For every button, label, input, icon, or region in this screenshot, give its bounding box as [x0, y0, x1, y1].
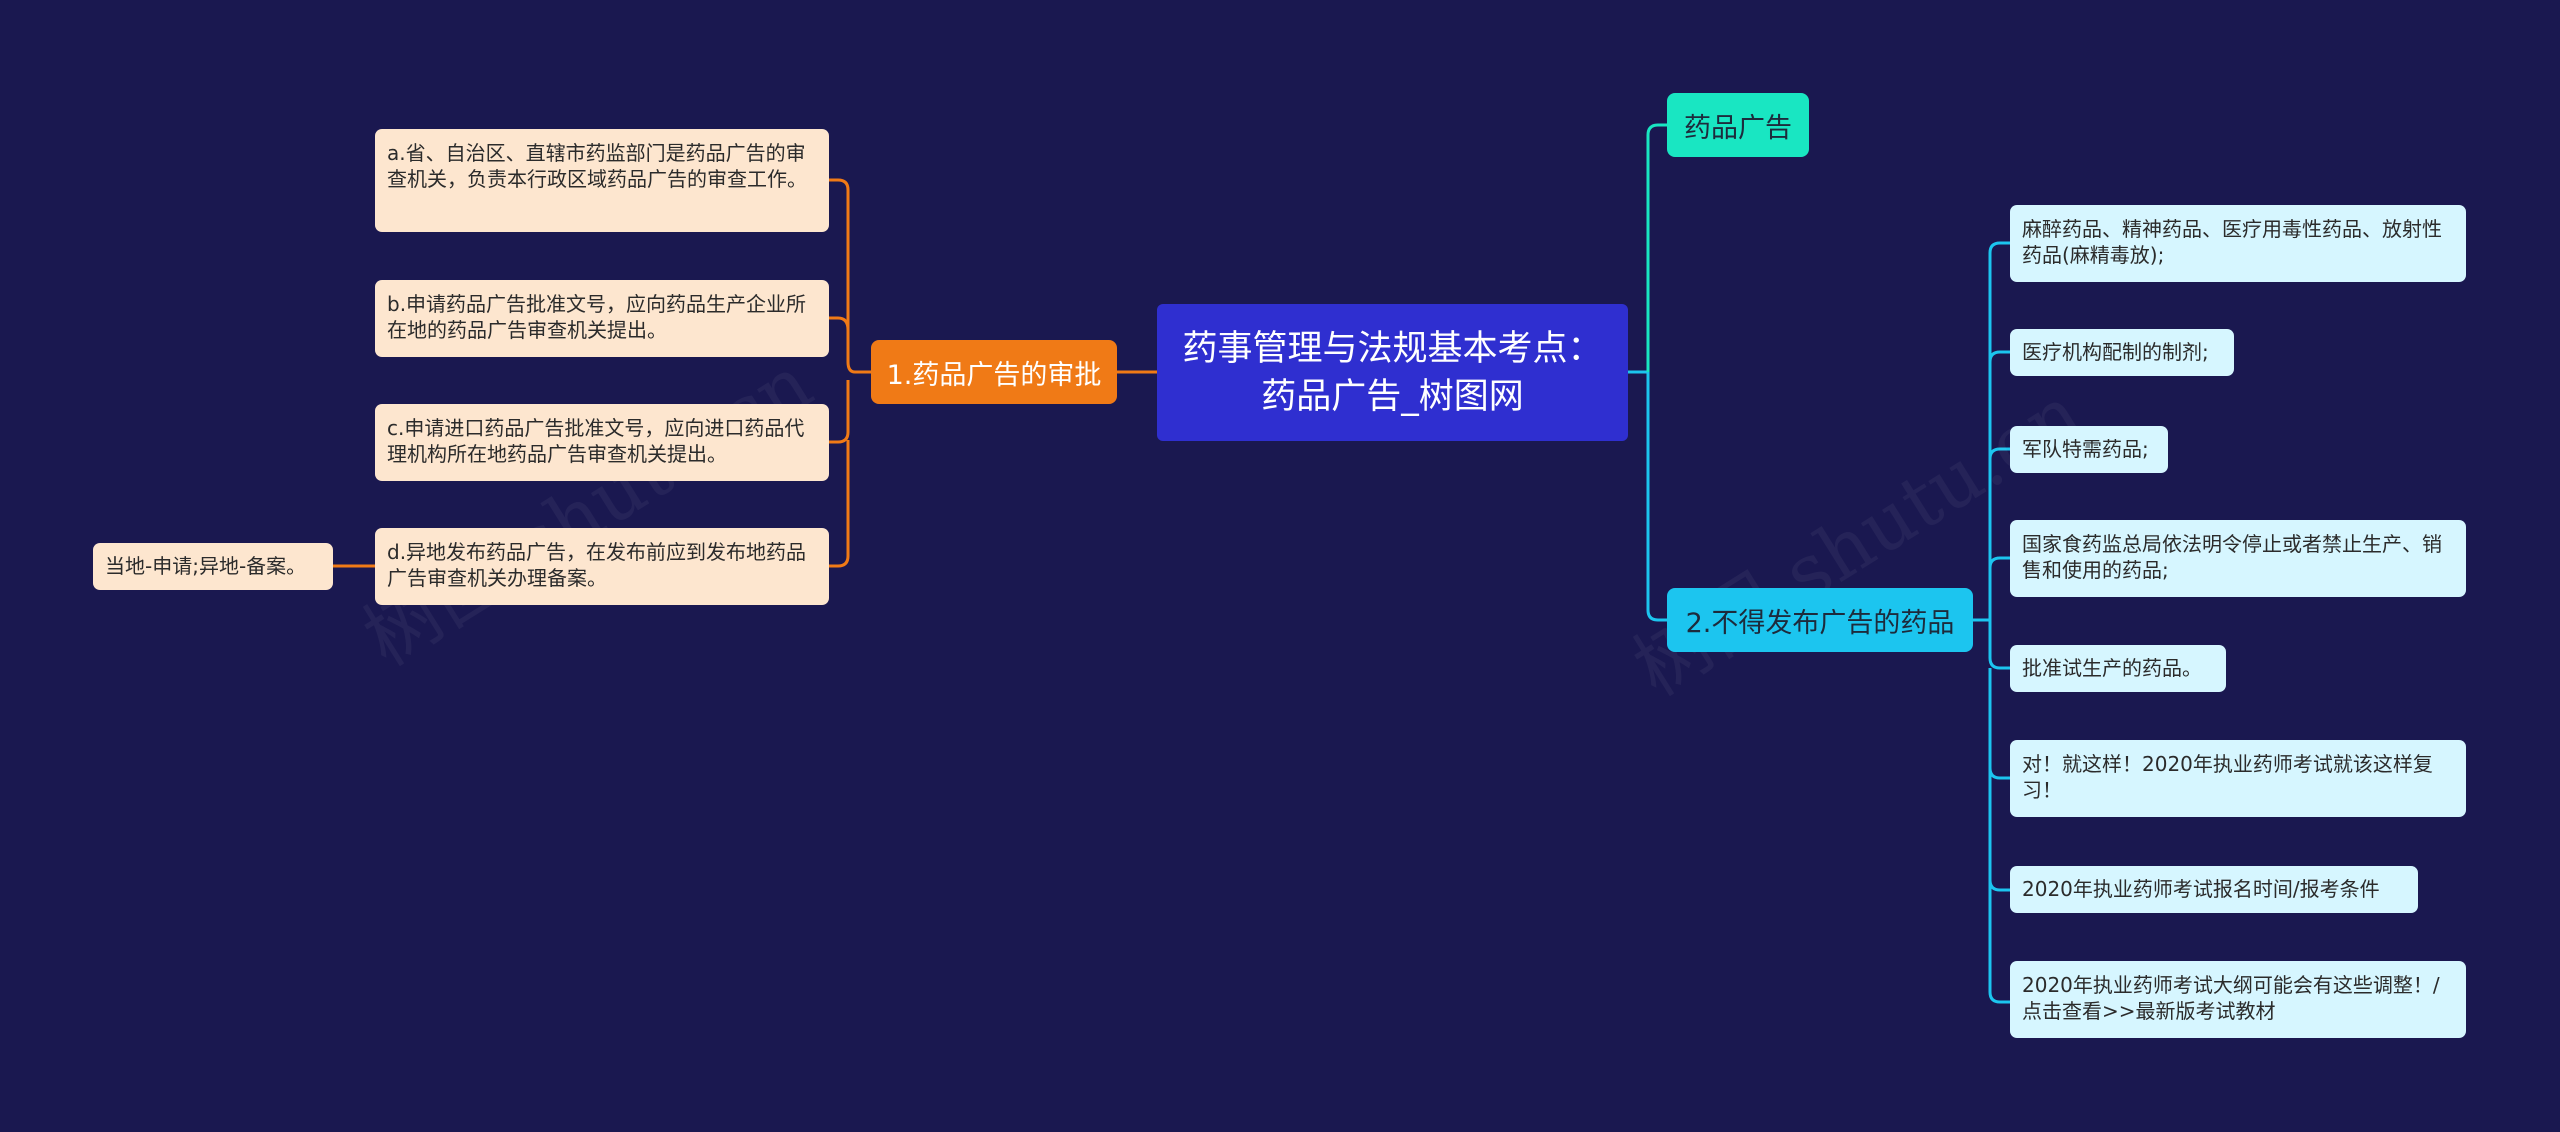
- leaf-text: 2020年执业药师考试报名时间/报考条件: [2022, 877, 2380, 901]
- central-topic-label: 药事管理与法规基本考点：药品广告_树图网: [1182, 328, 1603, 417]
- link-left-a: [829, 178, 871, 374]
- link-left-c: [829, 380, 850, 444]
- leaf-approval-c[interactable]: c.申请进口药品广告批准文号，应向进口药品代理机构所在地药品广告审查机关提出。: [375, 404, 829, 481]
- branch-prohibited-label: 2.不得发布广告的药品: [1685, 607, 1955, 639]
- leaf-text: c.申请进口药品广告批准文号，应向进口药品代理机构所在地药品广告审查机关提出。: [387, 416, 805, 466]
- leaf-prohibited-4[interactable]: 国家食药监总局依法明令停止或者禁止生产、销售和使用的药品;: [2010, 520, 2466, 597]
- leaf-note[interactable]: 当地-申请;异地-备案。: [93, 543, 333, 590]
- leaf-text: 2020年执业药师考试大纲可能会有这些调整！/点击查看>>最新版考试教材: [2022, 973, 2440, 1023]
- leaf-prohibited-6[interactable]: 对！就这样！2020年执业药师考试就该这样复习！: [2010, 740, 2466, 817]
- leaf-prohibited-2[interactable]: 医疗机构配制的制剂;: [2010, 329, 2234, 376]
- leaf-approval-b[interactable]: b.申请药品广告批准文号，应向药品生产企业所在地的药品广告审查机关提出。: [375, 280, 829, 357]
- leaf-approval-a[interactable]: a.省、自治区、直辖市药监部门是药品广告的审查机关，负责本行政区域药品广告的审查…: [375, 129, 829, 232]
- leaf-approval-d[interactable]: d.异地发布药品广告，在发布前应到发布地药品广告审查机关办理备案。: [375, 528, 829, 605]
- leaf-prohibited-8[interactable]: 2020年执业药师考试大纲可能会有这些调整！/点击查看>>最新版考试教材: [2010, 961, 2466, 1038]
- leaf-text: 当地-申请;异地-备案。: [105, 554, 307, 578]
- leaf-text: 医疗机构配制的制剂;: [2022, 340, 2209, 364]
- leaf-text: 军队特需药品;: [2022, 437, 2149, 461]
- link-right-bottom: [1646, 372, 1667, 622]
- branch-approval-label: 1.药品广告的审批: [886, 359, 1102, 391]
- leaf-prohibited-5[interactable]: 批准试生产的药品。: [2010, 645, 2226, 692]
- link-right-top: [1646, 123, 1667, 372]
- branch-prohibited[interactable]: 2.不得发布广告的药品: [1667, 588, 1973, 652]
- branch-drug-ads-label: 药品广告: [1684, 112, 1792, 144]
- branch-drug-ads[interactable]: 药品广告: [1667, 93, 1809, 157]
- leaf-prohibited-3[interactable]: 军队特需药品;: [2010, 426, 2168, 473]
- leaf-text: a.省、自治区、直辖市药监部门是药品广告的审查机关，负责本行政区域药品广告的审查…: [387, 141, 807, 191]
- leaf-text: 对！就这样！2020年执业药师考试就该这样复习！: [2022, 752, 2433, 802]
- leaf-text: b.申请药品广告批准文号，应向药品生产企业所在地的药品广告审查机关提出。: [387, 292, 807, 342]
- leaf-text: 国家食药监总局依法明令停止或者禁止生产、销售和使用的药品;: [2022, 532, 2442, 582]
- branch-approval[interactable]: 1.药品广告的审批: [871, 340, 1117, 404]
- link-left-d: [829, 440, 850, 568]
- leaf-text: 麻醉药品、精神药品、医疗用毒性药品、放射性药品(麻精毒放);: [2022, 217, 2442, 267]
- leaf-text: 批准试生产的药品。: [2022, 656, 2202, 680]
- central-topic[interactable]: 药事管理与法规基本考点：药品广告_树图网: [1157, 304, 1628, 441]
- leaf-text: d.异地发布药品广告，在发布前应到发布地药品广告审查机关办理备案。: [387, 540, 807, 590]
- leaf-prohibited-1[interactable]: 麻醉药品、精神药品、医疗用毒性药品、放射性药品(麻精毒放);: [2010, 205, 2466, 282]
- leaf-prohibited-7[interactable]: 2020年执业药师考试报名时间/报考条件: [2010, 866, 2418, 913]
- link-left-b: [829, 316, 850, 331]
